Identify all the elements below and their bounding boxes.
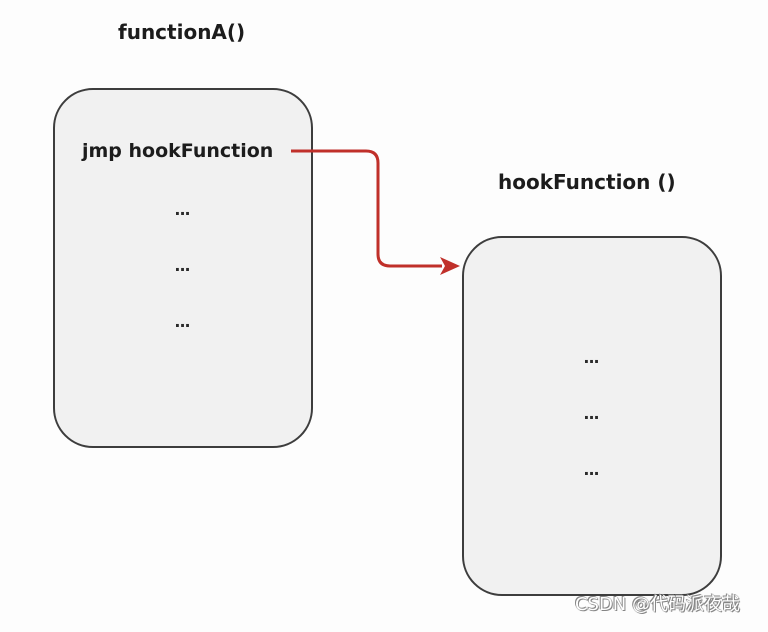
jmp-instruction: jmp hookFunction [82, 140, 274, 162]
jump-arrow-line [291, 149, 442, 268]
hook-function-ellipsis-1: ... [583, 348, 599, 367]
function-a-ellipsis-2: ... [174, 256, 190, 275]
hook-function-box [462, 236, 722, 596]
function-a-ellipsis-3: ... [174, 312, 190, 331]
function-a-title: functionA() [118, 20, 246, 44]
function-a-box [53, 88, 313, 448]
jump-arrow-head [440, 257, 460, 275]
function-a-ellipsis-1: ... [174, 200, 190, 219]
hook-function-ellipsis-2: ... [583, 404, 599, 423]
csdn-watermark: CSDN @代码派夜哉 [574, 594, 740, 615]
hook-function-ellipsis-3: ... [583, 460, 599, 479]
hook-function-title: hookFunction () [498, 170, 676, 194]
